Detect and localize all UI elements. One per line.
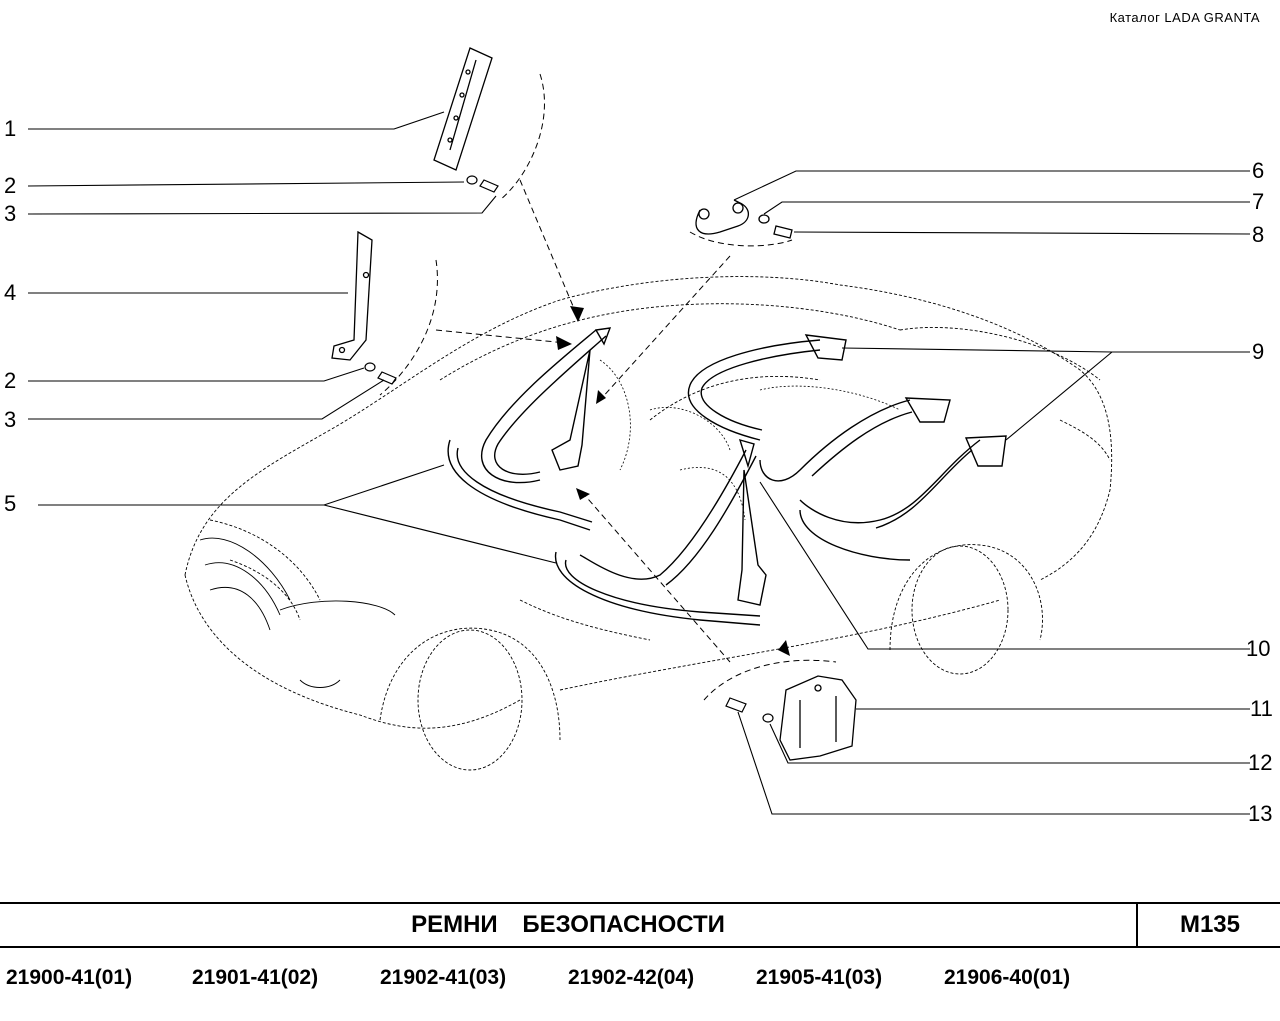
front-grille <box>199 537 396 688</box>
callout-2-lower: 2 <box>4 368 17 393</box>
callout-10: 10 <box>1246 636 1271 661</box>
callout-7: 7 <box>1252 189 1265 214</box>
part-11-anchor-plate <box>779 675 857 761</box>
callout-11: 11 <box>1250 696 1273 721</box>
part-12-13-fasteners <box>725 697 774 723</box>
callout-6: 6 <box>1252 158 1265 183</box>
callout-12: 12 <box>1248 750 1273 775</box>
part-9-rear-belts <box>687 334 1007 561</box>
callout-8: 8 <box>1252 222 1265 247</box>
callout-5: 5 <box>4 491 17 516</box>
model-code: 21902-42(04) <box>568 966 695 989</box>
callout-3-lower: 3 <box>4 407 17 432</box>
model-code: 21906-40(01) <box>944 966 1071 989</box>
part-5-front-belt-left <box>447 327 612 531</box>
part-5-front-belt-right <box>554 438 767 626</box>
section-code: M135 <box>1136 902 1280 948</box>
arrowheads <box>556 306 790 656</box>
callout-13: 13 <box>1248 801 1273 826</box>
part-2-3-fasteners-upper <box>466 175 499 193</box>
leader-lines <box>27 111 1251 815</box>
part-6-7-8-rod-fasteners <box>695 199 793 239</box>
model-code: 21902-41(03) <box>380 966 507 989</box>
front-wheel <box>379 627 561 771</box>
part-1-upper-rail <box>433 47 493 171</box>
catalog-title: Каталог LADA GRANTA <box>1109 10 1260 25</box>
section-title: РЕМНИ БЕЗОПАСНОСТИ <box>0 902 1136 948</box>
car-body-outline <box>184 276 1113 729</box>
assembly-arcs <box>379 73 837 701</box>
callout-4: 4 <box>4 280 17 305</box>
part-4-bracket <box>331 230 373 361</box>
callout-2-upper: 2 <box>4 173 17 198</box>
part-2-3-fasteners-lower <box>364 362 397 385</box>
model-code: 21905-41(03) <box>756 966 883 989</box>
seat-belts-assembly-drawing <box>27 47 1251 815</box>
callout-3-upper: 3 <box>4 201 17 226</box>
callout-9: 9 <box>1252 339 1265 364</box>
rear-wheel <box>889 544 1043 675</box>
callout-1: 1 <box>4 116 17 141</box>
model-code: 21901-41(02) <box>192 966 319 989</box>
model-code: 21900-41(01) <box>6 966 133 989</box>
